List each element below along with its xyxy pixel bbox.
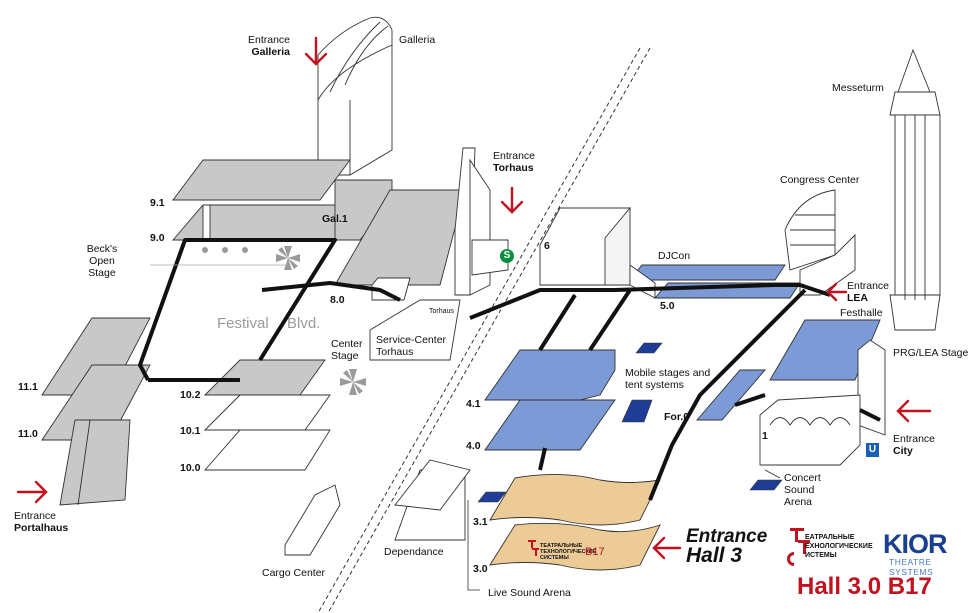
concert-sound-arena-label: Concert Sound Arena bbox=[784, 472, 821, 508]
u-bahn-icon: U bbox=[866, 443, 879, 457]
center-stage-label: Center Stage bbox=[331, 338, 363, 362]
entrance-hall3-label: Entrance Hall 3 bbox=[686, 526, 768, 567]
arrow-hall3 bbox=[652, 536, 682, 560]
hall-11-1-label: 11.1 bbox=[18, 381, 38, 393]
kior-tagline: THEATRE SYSTEMS bbox=[889, 557, 934, 577]
cargo-center-label: Cargo Center bbox=[262, 567, 326, 579]
djcon-label: DJCon bbox=[658, 250, 691, 262]
hall-9-1-label: 9.1 bbox=[150, 197, 165, 209]
service-center-label: Service-Center Torhaus bbox=[376, 334, 447, 358]
congress-center-building bbox=[784, 189, 856, 296]
hall-10-1-label: 10.1 bbox=[180, 425, 201, 437]
walkways bbox=[138, 238, 881, 501]
galleria-building bbox=[317, 16, 393, 176]
hall-10-2-label: 10.2 bbox=[180, 389, 201, 401]
arrow-lea bbox=[826, 282, 848, 302]
becks-open-stage-label: Beck's Open Stage bbox=[86, 243, 118, 279]
messeturm-label: Messeturm bbox=[832, 82, 884, 94]
festhalle-label: Festhalle bbox=[840, 307, 883, 319]
hall-9-0-label: 9.0 bbox=[150, 232, 165, 244]
festival-label: Festival bbox=[217, 315, 269, 332]
entrance-arrows bbox=[16, 36, 932, 560]
hall-3-1-label: 3.1 bbox=[473, 516, 488, 528]
hall-4 bbox=[484, 349, 616, 451]
leader-lines bbox=[467, 469, 781, 591]
hall-11-0-label: 11.0 bbox=[18, 428, 38, 440]
arrow-galleria bbox=[304, 36, 328, 66]
prg-lea-stage-label: PRG/LEA Stage bbox=[893, 347, 969, 359]
hall-3 bbox=[489, 474, 661, 571]
hall-6-label: 6 bbox=[544, 240, 550, 252]
hall-5 bbox=[629, 264, 801, 299]
booth-summary: Hall 3.0 B17 bbox=[797, 573, 932, 600]
dependance-building bbox=[394, 459, 471, 541]
railway-tracks bbox=[317, 47, 651, 613]
mobile-tents bbox=[477, 342, 783, 503]
messeturm-building bbox=[889, 48, 941, 331]
arrow-torhaus bbox=[500, 186, 524, 214]
hall-9-group bbox=[172, 159, 393, 241]
hall-4-1-label: 4.1 bbox=[466, 398, 481, 410]
hall-8-0-label: 8.0 bbox=[330, 294, 345, 306]
mobile-stages-label: Mobile stages and tent systems bbox=[625, 367, 711, 391]
cargo-center-building bbox=[284, 484, 341, 556]
booth-b17-label: B17 bbox=[585, 546, 605, 558]
hall-3-0-label: 3.0 bbox=[473, 563, 488, 575]
hall-5-0-label: 5.0 bbox=[660, 300, 675, 312]
forum-0-label: For.0 bbox=[664, 411, 690, 423]
hall-10-0-label: 10.0 bbox=[180, 462, 201, 474]
blvd-label: Blvd. bbox=[287, 315, 321, 332]
booth-exhibitor-name: ТЕАТРАЛЬНЫЕ ТЕХНОЛОГИЧЕСКИЕ СИСТЕМЫ bbox=[540, 543, 597, 561]
hall-10 bbox=[203, 359, 331, 471]
ttc-logo-mark bbox=[787, 528, 810, 566]
ttc-booth-mark bbox=[528, 540, 539, 556]
arrow-city bbox=[896, 399, 932, 423]
hall-11 bbox=[41, 317, 151, 506]
hall-6 bbox=[539, 206, 631, 286]
galleria-label: Galleria bbox=[399, 34, 436, 46]
gallery-1-label: Gal.1 bbox=[322, 213, 348, 225]
hall-for0 bbox=[696, 369, 766, 421]
kior-logo: KIOR bbox=[883, 529, 947, 559]
dependance-label: Dependance bbox=[384, 546, 444, 558]
ttc-logo-text: ЕАТРАЛЬНЫЕ ЕХНОЛОГИЧЕСКИЕ ИСТЕМЫ bbox=[805, 534, 873, 559]
hall-1-label: 1 bbox=[762, 430, 768, 442]
congress-center-label: Congress Center bbox=[780, 174, 860, 186]
arrow-portalhaus bbox=[16, 480, 48, 504]
hall-4-0-label: 4.0 bbox=[466, 440, 481, 452]
service-center-building bbox=[369, 299, 461, 361]
s-bahn-icon: S bbox=[500, 249, 514, 263]
stage-fans bbox=[202, 246, 366, 395]
hall-1 bbox=[759, 394, 861, 466]
live-sound-arena-label: Live Sound Arena bbox=[488, 587, 571, 599]
torhaus-building bbox=[454, 147, 509, 296]
torhaus-small-label: Torhaus bbox=[429, 308, 454, 315]
